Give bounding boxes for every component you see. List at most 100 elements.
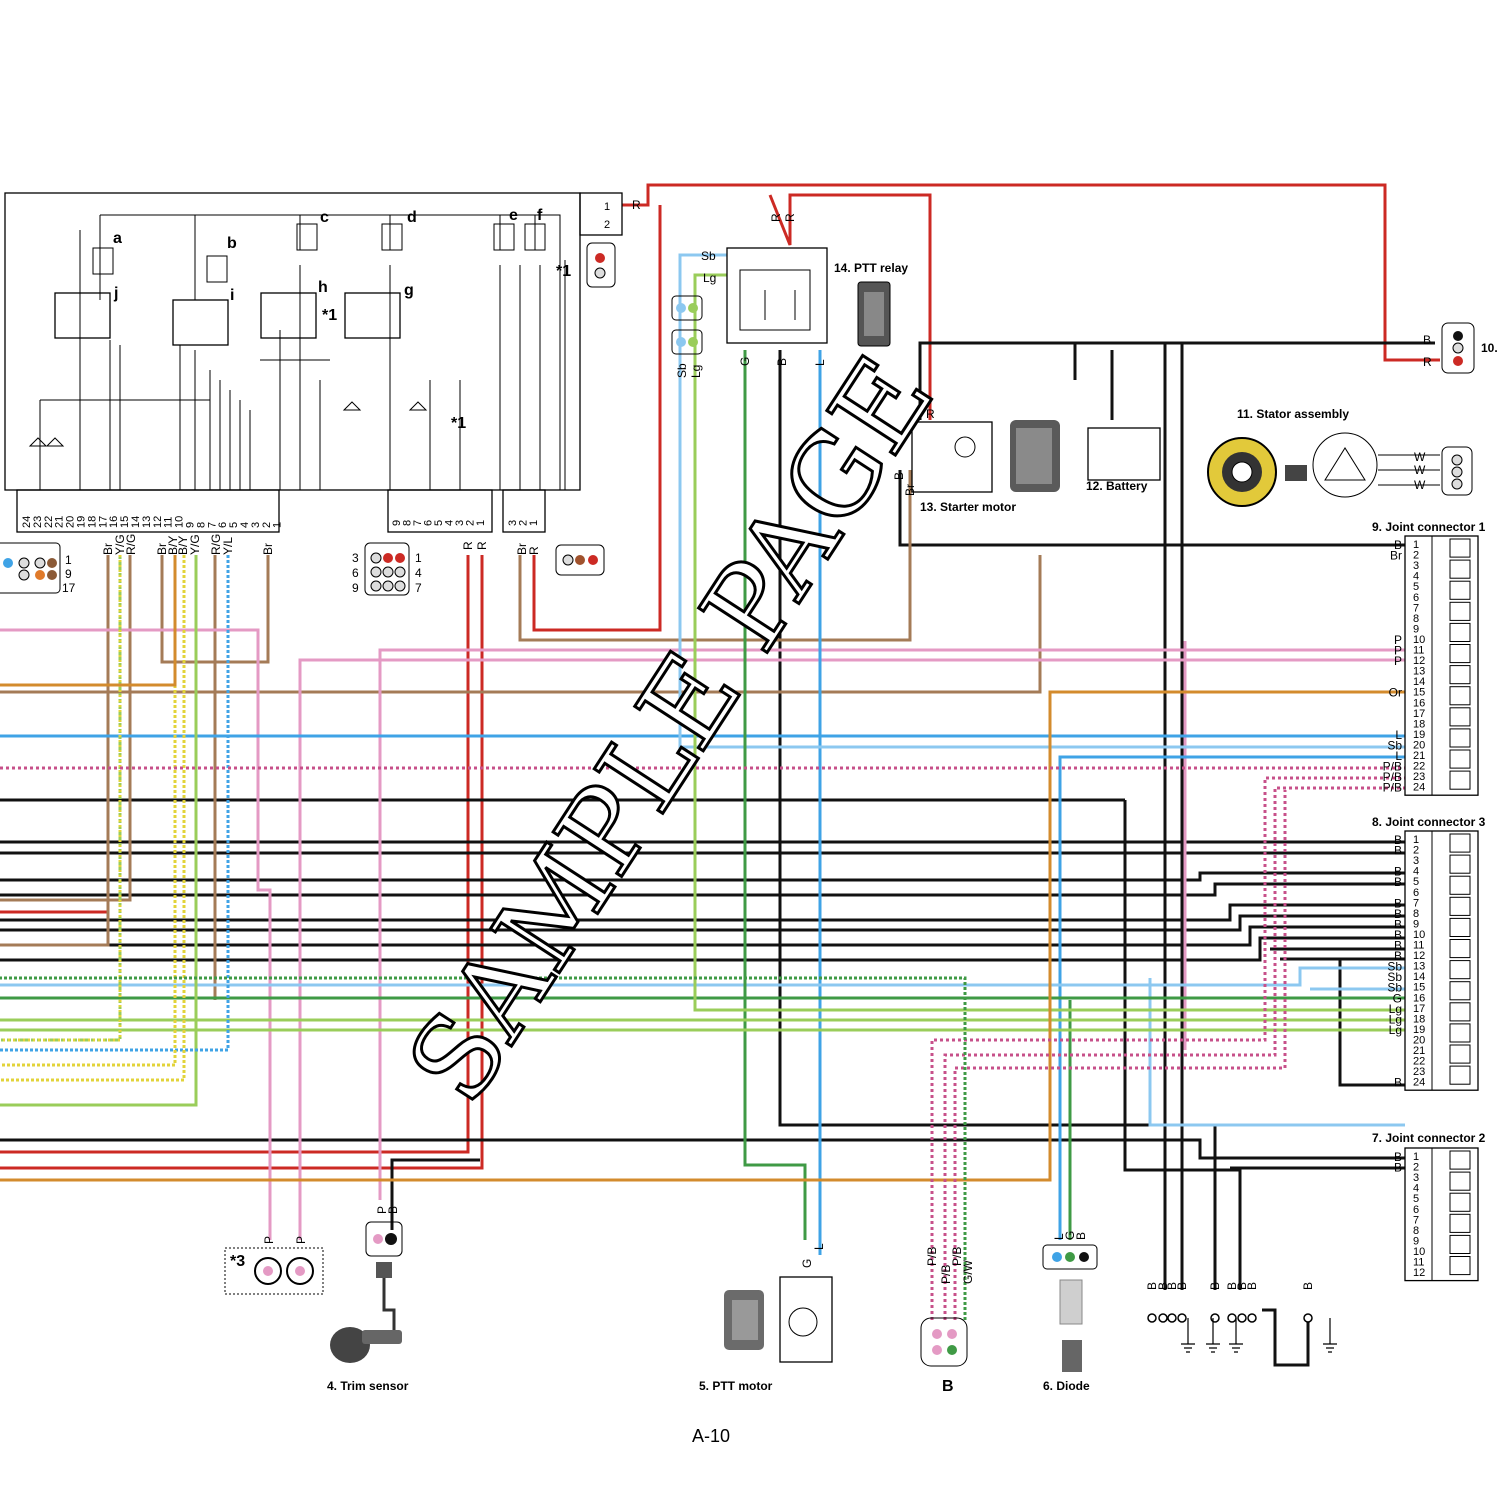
jc1-pin-17: 17 bbox=[1413, 708, 1425, 720]
wire-by-1 bbox=[0, 555, 177, 1067]
jc3-wire-label-9: B bbox=[1394, 917, 1402, 931]
jc3-wire-label-11: B bbox=[1394, 939, 1402, 953]
ecu-left-pin-1: 1 bbox=[272, 522, 284, 528]
ecu-left-wire-label: Br bbox=[101, 543, 115, 555]
ptt-relay-top-r1: R bbox=[769, 213, 783, 222]
fuse-label-a: a bbox=[113, 230, 122, 247]
wire-red-long-2 bbox=[0, 555, 484, 1170]
jc3-pin-4: 4 bbox=[1413, 866, 1419, 878]
wire-black-row-5 bbox=[0, 882, 1405, 897]
ecu-right-pin-1: 1 bbox=[528, 520, 540, 526]
jc3-wire-label-18: Lg bbox=[1389, 1012, 1402, 1026]
ecu-left-pin-8: 8 bbox=[195, 522, 207, 528]
ecu-left-pin-16: 16 bbox=[108, 516, 120, 528]
ecu-left-wire-label: Y/G bbox=[188, 534, 202, 555]
ptt-relay: 14. PTT relay Sb Lg R R G B L Sb Lg bbox=[671, 213, 908, 378]
ground-pin-label: B bbox=[1208, 1282, 1222, 1290]
stator-title: 11. Stator assembly bbox=[1237, 407, 1349, 421]
ptt-motor-title: 5. PTT motor bbox=[699, 1379, 773, 1393]
connector-face-relay-socket bbox=[586, 242, 616, 288]
jc1-terminal bbox=[1449, 538, 1471, 558]
wires bbox=[0, 183, 1440, 1367]
jc1-terminal bbox=[1449, 749, 1471, 769]
jc3-title: 8. Joint connector 3 bbox=[1372, 815, 1486, 829]
ground-ring bbox=[1210, 1313, 1220, 1323]
starter-pin-b: B bbox=[892, 472, 906, 480]
wire-black-battery bbox=[918, 341, 1435, 420]
ecu-left-pin-24: 24 bbox=[21, 516, 33, 528]
ptt-relay-conn-lg: Lg bbox=[689, 365, 703, 378]
jc2-wire-label-1: B bbox=[1394, 1150, 1402, 1164]
note-star1-b: *1 bbox=[451, 415, 466, 432]
wire-pb-4 bbox=[953, 790, 1287, 1320]
jc1-pin-14: 14 bbox=[1413, 676, 1425, 688]
jc3-terminal bbox=[1449, 1023, 1471, 1043]
jc2-title: 7. Joint connector 2 bbox=[1372, 1131, 1486, 1145]
jc2-terminal bbox=[1449, 1192, 1471, 1212]
jc2-wire-label-2: B bbox=[1394, 1161, 1402, 1175]
jc3-pin-6: 6 bbox=[1413, 887, 1419, 899]
face-left-num-17: 17 bbox=[62, 581, 76, 595]
ground-ring bbox=[1158, 1313, 1168, 1323]
wire-sb-row bbox=[0, 966, 1405, 987]
jc1-pin-11: 11 bbox=[1413, 645, 1424, 657]
ecu-mid-pin-5: 5 bbox=[433, 520, 445, 526]
jc1-terminal bbox=[1449, 580, 1471, 600]
jc3-pin-14: 14 bbox=[1413, 971, 1425, 983]
jc1-pin-23: 23 bbox=[1413, 771, 1425, 783]
ecu-mid-pin-4: 4 bbox=[444, 520, 456, 526]
wire-black-row-9 bbox=[0, 936, 1405, 962]
jc3-wire-label-4: B bbox=[1394, 865, 1402, 879]
ecu-left-pin-22: 22 bbox=[43, 516, 55, 528]
wire-black-row-7 bbox=[0, 914, 1405, 932]
ecu-right-pin-numbers: 321 bbox=[507, 520, 540, 526]
ptt-relay-pin-b: B bbox=[775, 358, 789, 366]
ecu-left-pin-19: 19 bbox=[76, 516, 88, 528]
ecu-left-pin-18: 18 bbox=[86, 516, 98, 528]
ecu-left-pin-3: 3 bbox=[250, 522, 262, 528]
jc3-pin-13: 13 bbox=[1413, 961, 1425, 973]
item-10-connector: B R 10. bbox=[1423, 322, 1498, 374]
wire-pink-2 bbox=[298, 658, 1405, 1240]
jc1-wire-label-20: Sb bbox=[1387, 738, 1402, 752]
joint-connector-1: 9. Joint connector 1 1B2Br345678910P11P1… bbox=[1372, 520, 1486, 796]
ecu-mid-wire-label: R bbox=[475, 541, 489, 550]
face-left-num-1: 1 bbox=[65, 553, 72, 567]
ground-symbol bbox=[1181, 1318, 1195, 1353]
trim-sensor-pin-b: B bbox=[386, 1206, 400, 1214]
ecu-left-wire-label: R/G bbox=[209, 534, 223, 555]
ecu-left-wire-label: Br bbox=[261, 543, 275, 555]
ecu-mid-pin-7: 7 bbox=[412, 520, 424, 526]
item10-pin-b: B bbox=[1423, 333, 1431, 347]
jc3-terminal bbox=[1449, 1044, 1471, 1064]
fuse-label-c: c bbox=[320, 209, 329, 226]
jc1-pin-20: 20 bbox=[1413, 739, 1425, 751]
jc3-pin-24: 24 bbox=[1413, 1077, 1425, 1089]
diode-title: 6. Diode bbox=[1043, 1379, 1090, 1393]
jc3-pin-1: 1 bbox=[1413, 834, 1419, 846]
jc1-terminal bbox=[1449, 728, 1471, 748]
connector-b: P/B P/B P/B G/W B bbox=[920, 1247, 975, 1395]
ecu-right-wire-label: Br bbox=[515, 543, 529, 555]
jc3-wire-label-12: B bbox=[1394, 949, 1402, 963]
ecu-mid-pin-9: 9 bbox=[391, 520, 403, 526]
relay-label-j: j bbox=[113, 285, 118, 302]
ground-symbol bbox=[1206, 1318, 1220, 1353]
ground-ring bbox=[1147, 1313, 1157, 1323]
jc2-pin-4: 4 bbox=[1413, 1183, 1419, 1195]
jc3-wire-label-7: B bbox=[1394, 896, 1402, 910]
jc3-terminal bbox=[1449, 1065, 1471, 1085]
jc1-wire-label-19: L bbox=[1395, 728, 1402, 742]
face-mid-right-1: 1 bbox=[415, 551, 422, 565]
diode: L G B 6. Diode bbox=[1042, 1231, 1098, 1393]
starter-pin-br: Br bbox=[903, 484, 917, 496]
jc1-pin-9: 9 bbox=[1413, 623, 1419, 635]
fuse-label-d: d bbox=[407, 209, 417, 226]
relay-label-i: i bbox=[230, 287, 234, 304]
ecu-left-pin-17: 17 bbox=[97, 516, 109, 528]
trim-sensor: P B 4. Trim sensor bbox=[327, 1206, 409, 1393]
fuse-relay-box: 1 2 R a b c d e f j i h g *1 *1 *1 2 bbox=[4, 192, 641, 555]
jc3-pin-11: 11 bbox=[1413, 940, 1424, 952]
jc1-pin-21: 21 bbox=[1413, 750, 1425, 762]
